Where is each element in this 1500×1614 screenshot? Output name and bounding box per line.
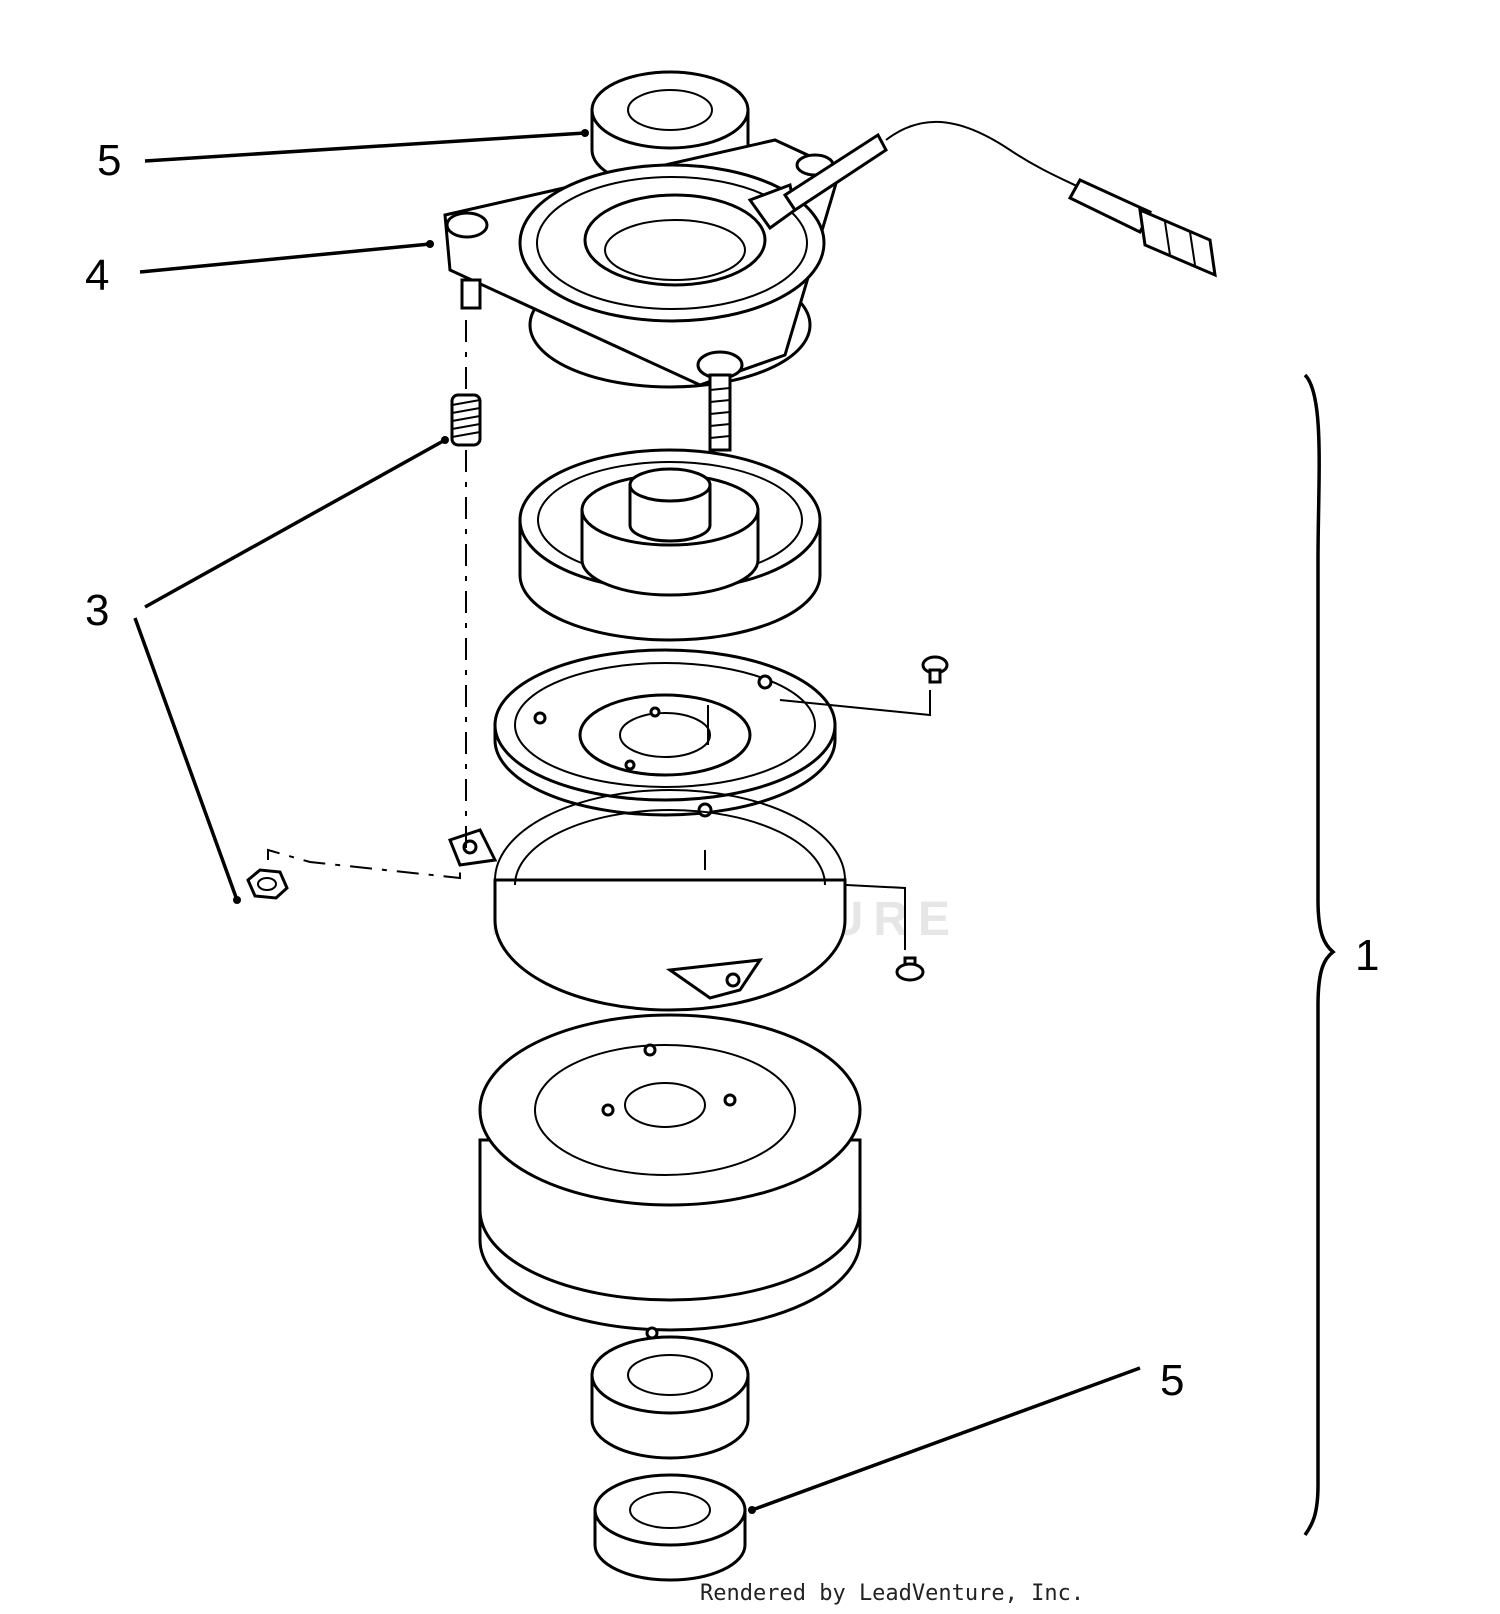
callout-4: 4 — [85, 251, 109, 300]
callout-5-top: 5 — [97, 136, 121, 185]
callout-3: 3 — [85, 586, 109, 635]
rivet-upper[interactable] — [921, 655, 949, 684]
bottom-bearing[interactable] — [593, 1473, 747, 1582]
lock-nut[interactable] — [246, 868, 289, 900]
brake-plate[interactable] — [493, 648, 837, 818]
spring[interactable] — [450, 393, 482, 447]
callout-1: 1 — [1355, 931, 1379, 980]
field-coil-assembly[interactable] — [443, 120, 1217, 389]
footer-credit: Rendered by LeadVenture, Inc. — [700, 1581, 1084, 1606]
callout-leaders — [133, 129, 1141, 1514]
rivet-lower[interactable] — [895, 956, 925, 982]
bottom-spacer[interactable] — [590, 1326, 750, 1460]
callout-5-bottom: 5 — [1160, 1356, 1184, 1405]
rivet-upper-leader — [779, 690, 931, 717]
rotor-cup[interactable] — [518, 448, 822, 642]
assembly-brace — [1303, 373, 1336, 1537]
guide-nut-to-ring — [267, 848, 461, 880]
double-pulley[interactable] — [478, 1013, 862, 1332]
brake-ring[interactable] — [448, 789, 847, 1012]
long-bolt[interactable] — [708, 373, 732, 452]
